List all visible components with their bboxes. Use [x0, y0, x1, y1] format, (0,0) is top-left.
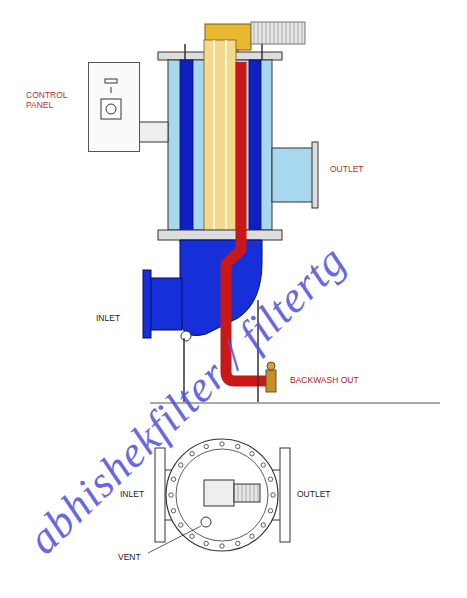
part-label: VENT — [118, 552, 141, 562]
part-label: INLET — [96, 313, 120, 323]
bolt — [179, 523, 183, 527]
outlet-nozzle — [272, 148, 316, 202]
plan-gearbox — [204, 480, 234, 506]
backwash-valve — [266, 370, 276, 392]
bolt — [236, 444, 240, 448]
plan-outlet-flange — [280, 448, 290, 542]
bolt — [268, 509, 272, 513]
part-label: OUTLET — [297, 489, 331, 499]
bolt — [171, 509, 175, 513]
bolt — [220, 544, 224, 548]
control-panel: CONTROL PANEL — [26, 60, 142, 154]
bolt — [261, 523, 265, 527]
part-label: BACKWASH OUT — [290, 375, 359, 385]
filter-screen — [180, 60, 193, 242]
bolt — [261, 463, 265, 467]
bolt — [204, 444, 208, 448]
plan-housing — [166, 439, 278, 551]
motor — [251, 22, 305, 44]
bolt — [250, 534, 254, 538]
bolt — [236, 541, 240, 545]
inlet-flange — [143, 270, 151, 338]
panel-label: CONTROL PANEL — [26, 90, 78, 110]
vent-valve — [201, 517, 211, 527]
bolt — [190, 534, 194, 538]
bolt — [190, 452, 194, 456]
bolt — [169, 493, 173, 497]
leader-line — [148, 526, 201, 553]
bolt — [268, 477, 272, 481]
plan-motor — [234, 484, 260, 502]
bolt — [171, 477, 175, 481]
panel-box — [88, 62, 140, 152]
bolt — [250, 452, 254, 456]
bolt — [271, 493, 275, 497]
bolt — [179, 463, 183, 467]
part-label: OUTLET — [330, 164, 364, 174]
drive-shaft — [204, 40, 236, 245]
bottom-flange — [158, 230, 282, 240]
bolt — [220, 442, 224, 446]
bolt — [204, 541, 208, 545]
